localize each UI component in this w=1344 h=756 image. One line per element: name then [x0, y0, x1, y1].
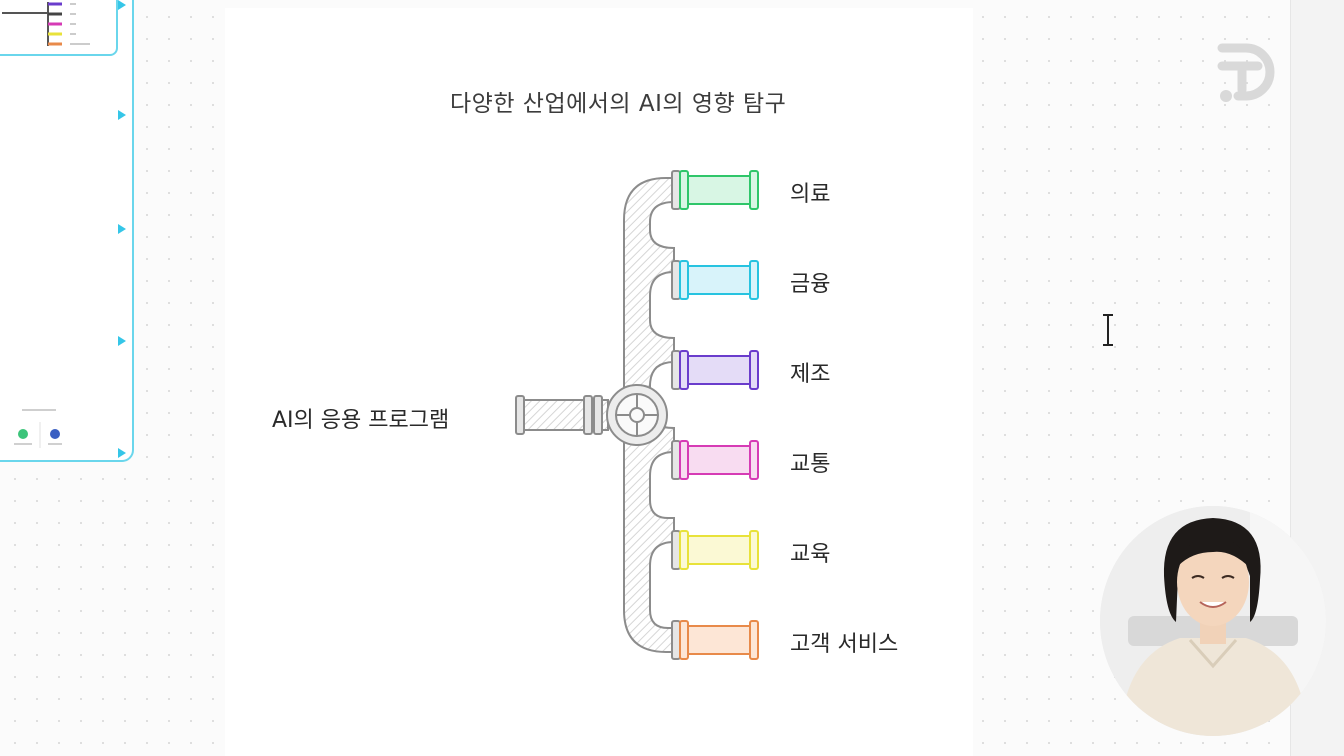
mindmap-frame[interactable]: [0, 0, 134, 462]
mindmap-thumbnail-icon: [2, 2, 90, 46]
text-cursor-icon: [1103, 314, 1113, 346]
branch-pipe-customer-service: [671, 620, 759, 660]
branch-label-finance: 금융: [790, 272, 831, 297]
mindmap-node-dots-icon: [14, 409, 62, 448]
branch-pipe-transport: [671, 440, 759, 480]
source-label: AI의 응용 프로그램: [272, 408, 450, 433]
presenter-webcam: [1100, 506, 1326, 736]
mindmap-mini-card[interactable]: [0, 0, 118, 56]
branch-pipe-finance: [671, 260, 759, 300]
presenter-avatar: [1100, 506, 1326, 736]
branch-label-manufacturing: 제조: [790, 362, 831, 387]
branch-pipe-healthcare: [671, 170, 759, 210]
brand-logo-icon: [1217, 43, 1275, 102]
expand-triangle-icon[interactable]: [118, 224, 126, 234]
diagram-card: [225, 8, 973, 756]
valve-wheel-icon: [606, 384, 668, 446]
diagram-title: 다양한 산업에서의 AI의 영향 탐구: [450, 91, 787, 117]
expand-triangle-icon[interactable]: [118, 336, 126, 346]
branch-label-healthcare: 의료: [790, 182, 831, 207]
branch-label-transport: 교통: [790, 452, 831, 477]
expand-triangle-icon[interactable]: [118, 110, 126, 120]
branch-pipe-education: [671, 530, 759, 570]
branch-pipe-manufacturing: [671, 350, 759, 390]
expand-triangle-icon[interactable]: [118, 448, 126, 458]
branch-label-education: 교육: [790, 542, 831, 567]
pipe-diagram: [515, 170, 759, 660]
expand-triangle-icon[interactable]: [118, 0, 126, 10]
branch-label-customer-service: 고객 서비스: [790, 632, 899, 657]
